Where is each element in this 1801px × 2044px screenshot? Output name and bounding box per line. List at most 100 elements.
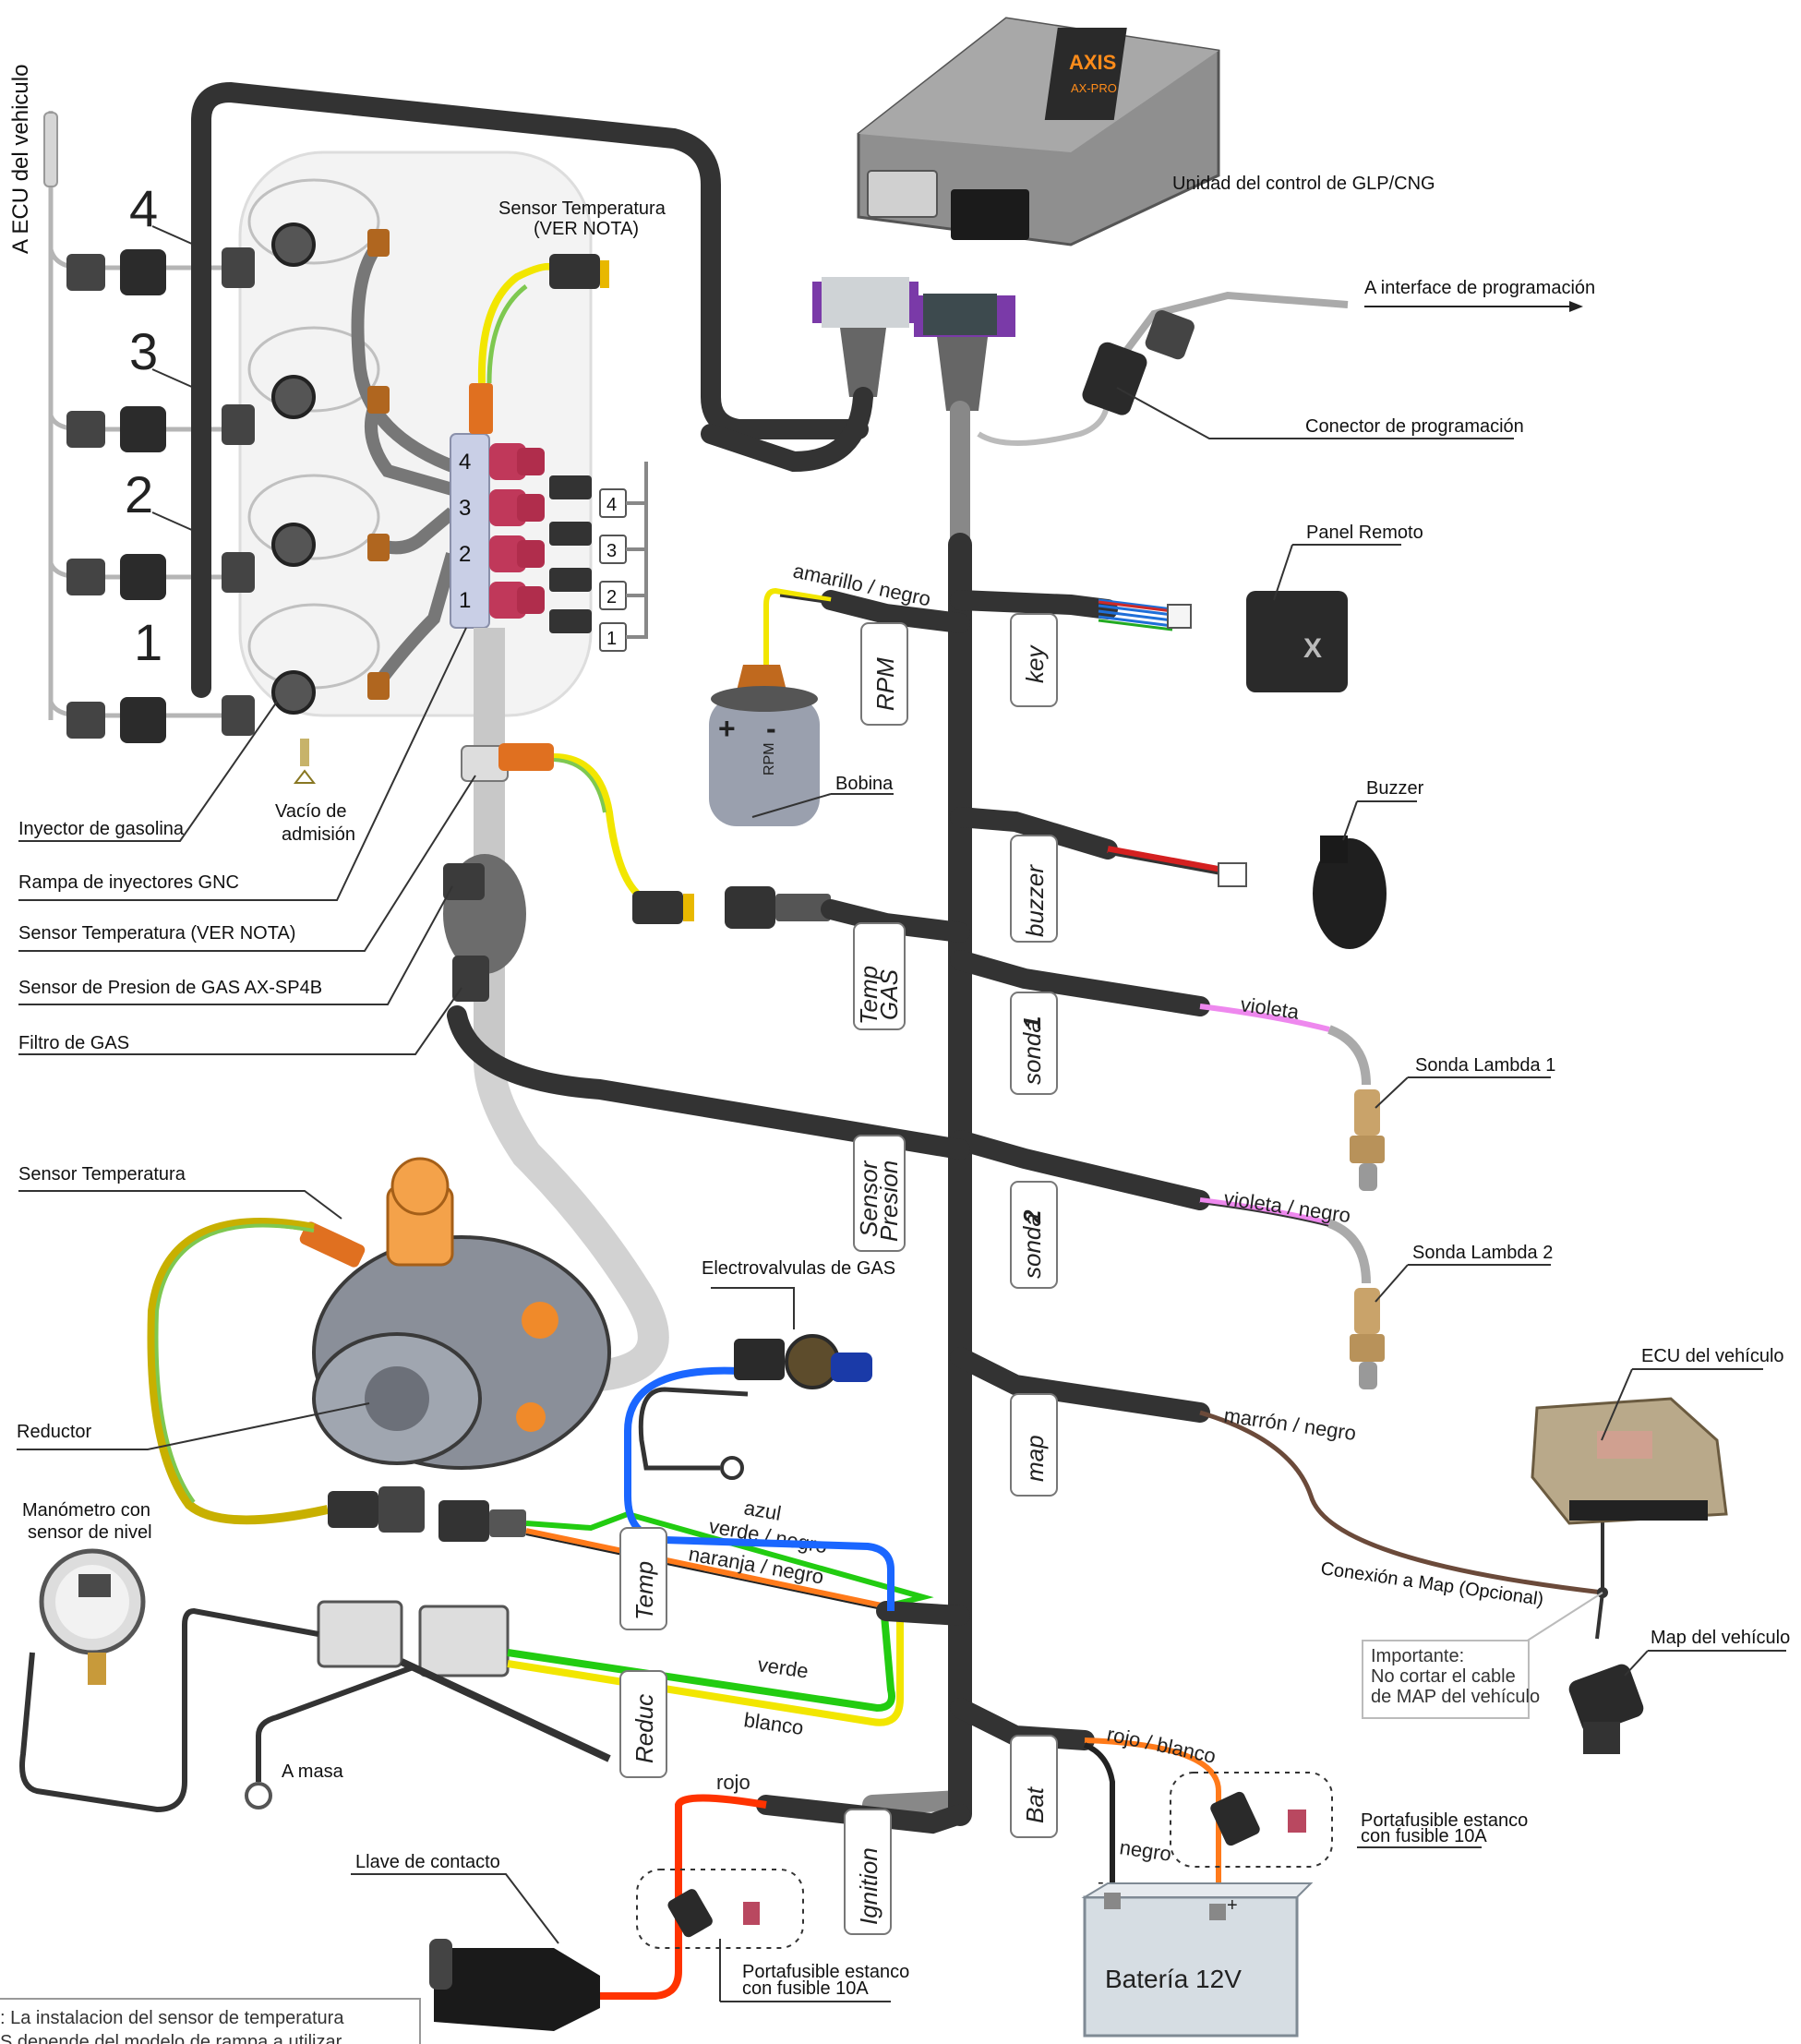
gas-solenoid: Electrovalvulas de GAS bbox=[624, 1258, 895, 1611]
temp-sensor-top-note: (VER NOTA) bbox=[534, 219, 639, 239]
rail-number: 4 bbox=[459, 450, 471, 475]
fuse-bottom-line-2: con fusible 10A bbox=[742, 1978, 869, 1999]
vehicle-ecu: ECU del vehículo bbox=[1531, 1346, 1784, 1525]
tag-bat: Bat bbox=[1010, 1735, 1058, 1838]
manometer: Manómetro con sensor de nivel bbox=[22, 1500, 152, 1685]
wire-label-rojo: rojo bbox=[716, 1771, 750, 1794]
rail-connector-number: 4 bbox=[606, 495, 617, 515]
buzzer-label: Buzzer bbox=[1366, 778, 1424, 799]
remote-panel: X Panel Remoto bbox=[950, 523, 1423, 692]
label-temp-reducer: Sensor Temperatura bbox=[18, 1164, 186, 1184]
rail-connectors: 4 3 2 1 bbox=[549, 462, 648, 652]
important-note: Importante: No cortar el cable de MAP de… bbox=[1362, 1640, 1540, 1719]
cylinder-number: 3 bbox=[129, 322, 158, 380]
tag-key: key bbox=[1010, 613, 1058, 707]
programming-connector: A interface de programación Conector de … bbox=[977, 278, 1595, 446]
wire-label-rojo-blanco: rojo / blanco bbox=[1105, 1722, 1218, 1767]
label-injector: Inyector de gasolina bbox=[18, 819, 185, 839]
ignition-switch-label: Llave de contacto bbox=[355, 1852, 500, 1872]
ecu-wire-end bbox=[43, 112, 58, 187]
svg-text:2: 2 bbox=[1018, 1209, 1046, 1224]
svg-text:map: map bbox=[1021, 1435, 1049, 1482]
tag-map: map bbox=[1010, 1393, 1058, 1497]
tag-temp: Temp bbox=[619, 1527, 667, 1630]
axis-model: AX-PRO bbox=[1071, 81, 1117, 95]
tag-sonda-1: sonda 1 bbox=[1010, 992, 1058, 1095]
ground-label: A masa bbox=[282, 1761, 344, 1782]
svg-text:Bat: Bat bbox=[1021, 1785, 1049, 1823]
pressure-harness-branch bbox=[447, 1005, 970, 1160]
lambda-1-label: Sonda Lambda 1 bbox=[1415, 1055, 1555, 1076]
harness-tags: RPM key buzzer Temp GAS sonda 1 Sensor P… bbox=[619, 613, 1058, 1935]
svg-text:Temp: Temp bbox=[855, 966, 882, 1025]
ecu-harness-connectors bbox=[812, 277, 1015, 411]
vacuum-port: Vacío de admisión bbox=[275, 739, 355, 845]
reducer bbox=[299, 1157, 611, 1470]
programming-connector-label: Conector de programación bbox=[1305, 416, 1524, 437]
ignition-branch: rojo Portafusible estanco con fusible 10… bbox=[351, 1771, 970, 2031]
footer-note-line-2: S depende del modelo de rampa a utilizar bbox=[0, 2032, 342, 2044]
vehicle-ecu-label: ECU del vehículo bbox=[1641, 1346, 1784, 1366]
battery-label: Batería 12V bbox=[1105, 1965, 1242, 1993]
vehicle-map-label: Map del vehículo bbox=[1651, 1628, 1790, 1648]
cylinder-number: 1 bbox=[134, 613, 162, 671]
connector-row-1 bbox=[66, 695, 255, 743]
wire-label-violeta-negro: violeta / negro bbox=[1222, 1186, 1351, 1227]
label-pressure: Sensor de Presion de GAS AX-SP4B bbox=[18, 978, 322, 998]
left-labels: Inyector de gasolina Rampa de inyectores… bbox=[17, 627, 476, 1450]
wire-label-violeta: violeta bbox=[1239, 992, 1301, 1024]
connector-row-2 bbox=[66, 552, 255, 600]
vehicle-map-sensor: Map del vehículo bbox=[1568, 1628, 1790, 1754]
connector-row-3 bbox=[66, 404, 255, 452]
battery-plus: + bbox=[1227, 1895, 1238, 1916]
manometer-label-line-1: Manómetro con bbox=[22, 1500, 150, 1521]
tag-reduc: Reduc bbox=[619, 1670, 667, 1778]
svg-text:Temp: Temp bbox=[630, 1561, 658, 1620]
svg-text:Reduc: Reduc bbox=[630, 1694, 658, 1763]
rail-connector-number: 2 bbox=[606, 587, 617, 607]
footer-note: : La instalacion del sensor de temperatu… bbox=[0, 1998, 421, 2044]
svg-text:buzzer: buzzer bbox=[1021, 864, 1049, 937]
svg-text:sonda: sonda bbox=[1018, 1213, 1046, 1279]
important-title: Importante: bbox=[1371, 1646, 1464, 1666]
svg-text:Ignition: Ignition bbox=[855, 1847, 882, 1925]
temp-sensor-top-label: Sensor Temperatura bbox=[498, 198, 666, 219]
svg-text:key: key bbox=[1021, 644, 1049, 683]
rpm-coil: amarillo / negro + - RPM Bobina bbox=[709, 559, 970, 826]
temp-reduc-connectors: azul verde / negro naranja / negro verde… bbox=[19, 1486, 970, 1813]
tag-rpm: RPM bbox=[860, 622, 908, 726]
rail-number: 2 bbox=[459, 542, 471, 567]
lambda-2: violeta / negro Sonda Lambda 2 bbox=[950, 1130, 1553, 1389]
rail-connector-number: 3 bbox=[606, 541, 617, 561]
rail-number: 3 bbox=[459, 496, 471, 521]
gnc-injector-rail: 4 3 2 1 bbox=[450, 383, 545, 629]
important-line-1: No cortar el cable bbox=[1371, 1666, 1516, 1687]
svg-text:GAS: GAS bbox=[875, 968, 903, 1020]
footer-note-line-1: : La instalacion del sensor de temperatu… bbox=[0, 2008, 344, 2028]
vacuum-label: Vacío de bbox=[275, 801, 346, 822]
harness-top-loop bbox=[191, 81, 869, 698]
wire-label-marron-negro: marrón / negro bbox=[1222, 1403, 1357, 1445]
tag-sensor-presion: Sensor Presion bbox=[853, 1135, 906, 1252]
map-connection-label: Conexión a Map (Opcional) bbox=[1319, 1558, 1544, 1610]
axis-ecu-unit: AXIS AX-PRO Unidad del control de GLP/CN… bbox=[857, 17, 1435, 246]
battery-minus: - bbox=[1098, 1872, 1104, 1893]
programming-interface-label: A interface de programación bbox=[1364, 278, 1595, 298]
buzzer: Buzzer bbox=[950, 778, 1424, 949]
fuse-bottom-line-1: Portafusible estanco bbox=[742, 1962, 909, 1982]
tag-ignition: Ignition bbox=[844, 1809, 892, 1935]
svg-text:RPM: RPM bbox=[871, 657, 899, 711]
label-reducer: Reductor bbox=[17, 1422, 91, 1442]
vacuum-label: admisión bbox=[282, 824, 355, 845]
coil-rpm: RPM bbox=[762, 742, 777, 776]
svg-text:X: X bbox=[1303, 633, 1322, 664]
pressure-sensor-assembly bbox=[443, 628, 831, 1392]
svg-text:Presion: Presion bbox=[875, 1160, 903, 1242]
label-rail: Rampa de inyectores GNC bbox=[18, 872, 239, 893]
manometer-label-line-2: sensor de nivel bbox=[28, 1522, 152, 1543]
temp-sensor-top: Sensor Temperatura (VER NOTA) bbox=[477, 198, 666, 384]
tag-buzzer: buzzer bbox=[1010, 835, 1058, 943]
battery: - + Batería 12V bbox=[1081, 1872, 1314, 2038]
important-line-2: de MAP del vehículo bbox=[1371, 1687, 1540, 1707]
